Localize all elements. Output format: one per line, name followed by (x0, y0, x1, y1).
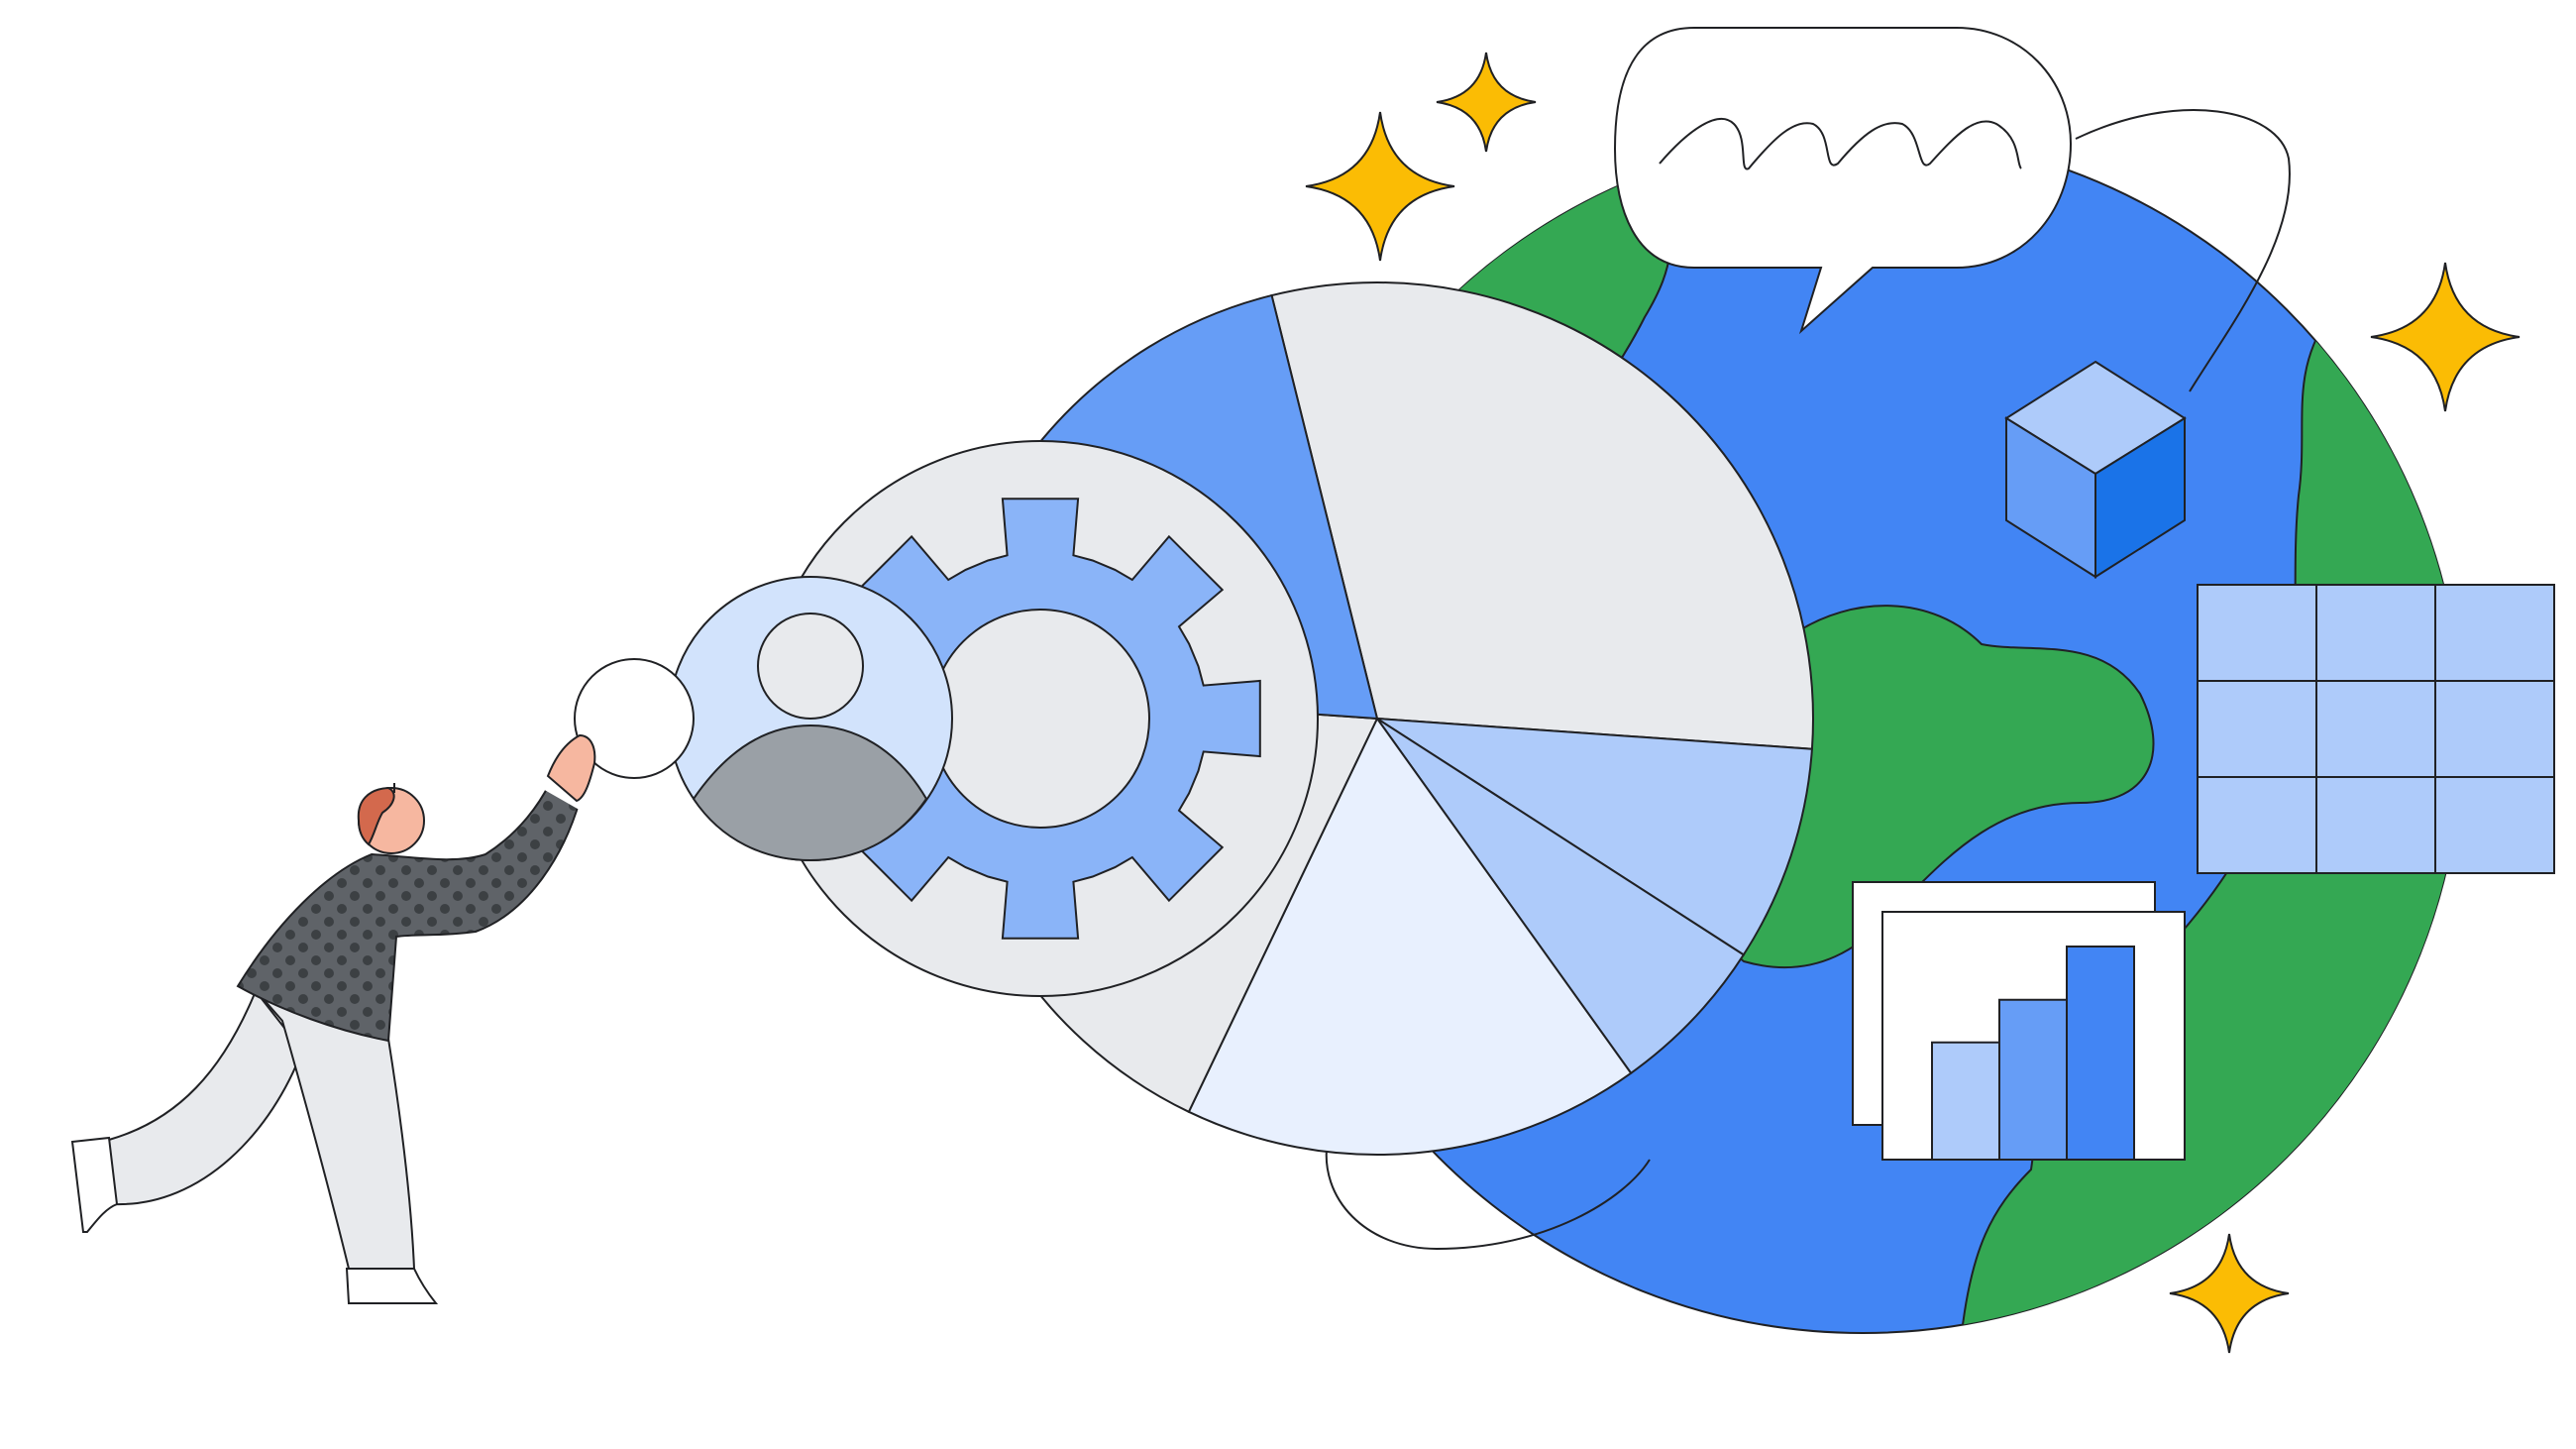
person-figure (70, 733, 596, 1304)
bar-chart-card-icon (1852, 881, 2186, 1161)
grid-cell (2197, 776, 2317, 874)
grid-cell (2434, 584, 2555, 682)
sparkles (1305, 52, 2521, 1354)
grid-cell (2197, 584, 2317, 682)
mini-bar (1931, 1041, 2000, 1161)
small-ball (574, 658, 695, 779)
speech-squiggle (1659, 118, 2022, 170)
pie-slice (1187, 717, 1633, 1156)
gear-hub (930, 609, 1150, 829)
user-avatar-icon (668, 576, 953, 862)
pie-slice (1376, 718, 1746, 1075)
speech-bubble-icon (1613, 27, 2073, 335)
grid-cell (2315, 776, 2436, 874)
person-leg-back (107, 989, 304, 1206)
orbit-line-bottom (1325, 1139, 1651, 1251)
avatar-head (757, 613, 864, 720)
grid-cell (2315, 680, 2436, 778)
grid-panel-icon (2197, 584, 2555, 874)
grid-cell (2315, 584, 2436, 682)
sparkle-icon (1305, 111, 1455, 262)
grid-cell (2434, 680, 2555, 778)
cube-icon (2004, 360, 2187, 579)
person-hair (357, 786, 395, 846)
grid-cell (2434, 776, 2555, 874)
mini-bar (2066, 946, 2135, 1161)
grid-cell (2197, 680, 2317, 778)
sparkle-icon (2370, 262, 2521, 412)
orbit-line-top (2075, 109, 2291, 392)
pie-slice (1270, 281, 1814, 750)
avatar-body (692, 724, 928, 862)
mini-bar (1998, 998, 2068, 1161)
shoe-back (70, 1136, 119, 1233)
sparkle-icon (1436, 52, 1537, 153)
shoe-front (345, 1268, 439, 1304)
person-hand (546, 733, 596, 803)
gear-badge (762, 440, 1319, 997)
sparkle-icon (2169, 1233, 2290, 1354)
mini-bar-chart (1931, 946, 2135, 1161)
pie-slice (1376, 718, 1813, 956)
